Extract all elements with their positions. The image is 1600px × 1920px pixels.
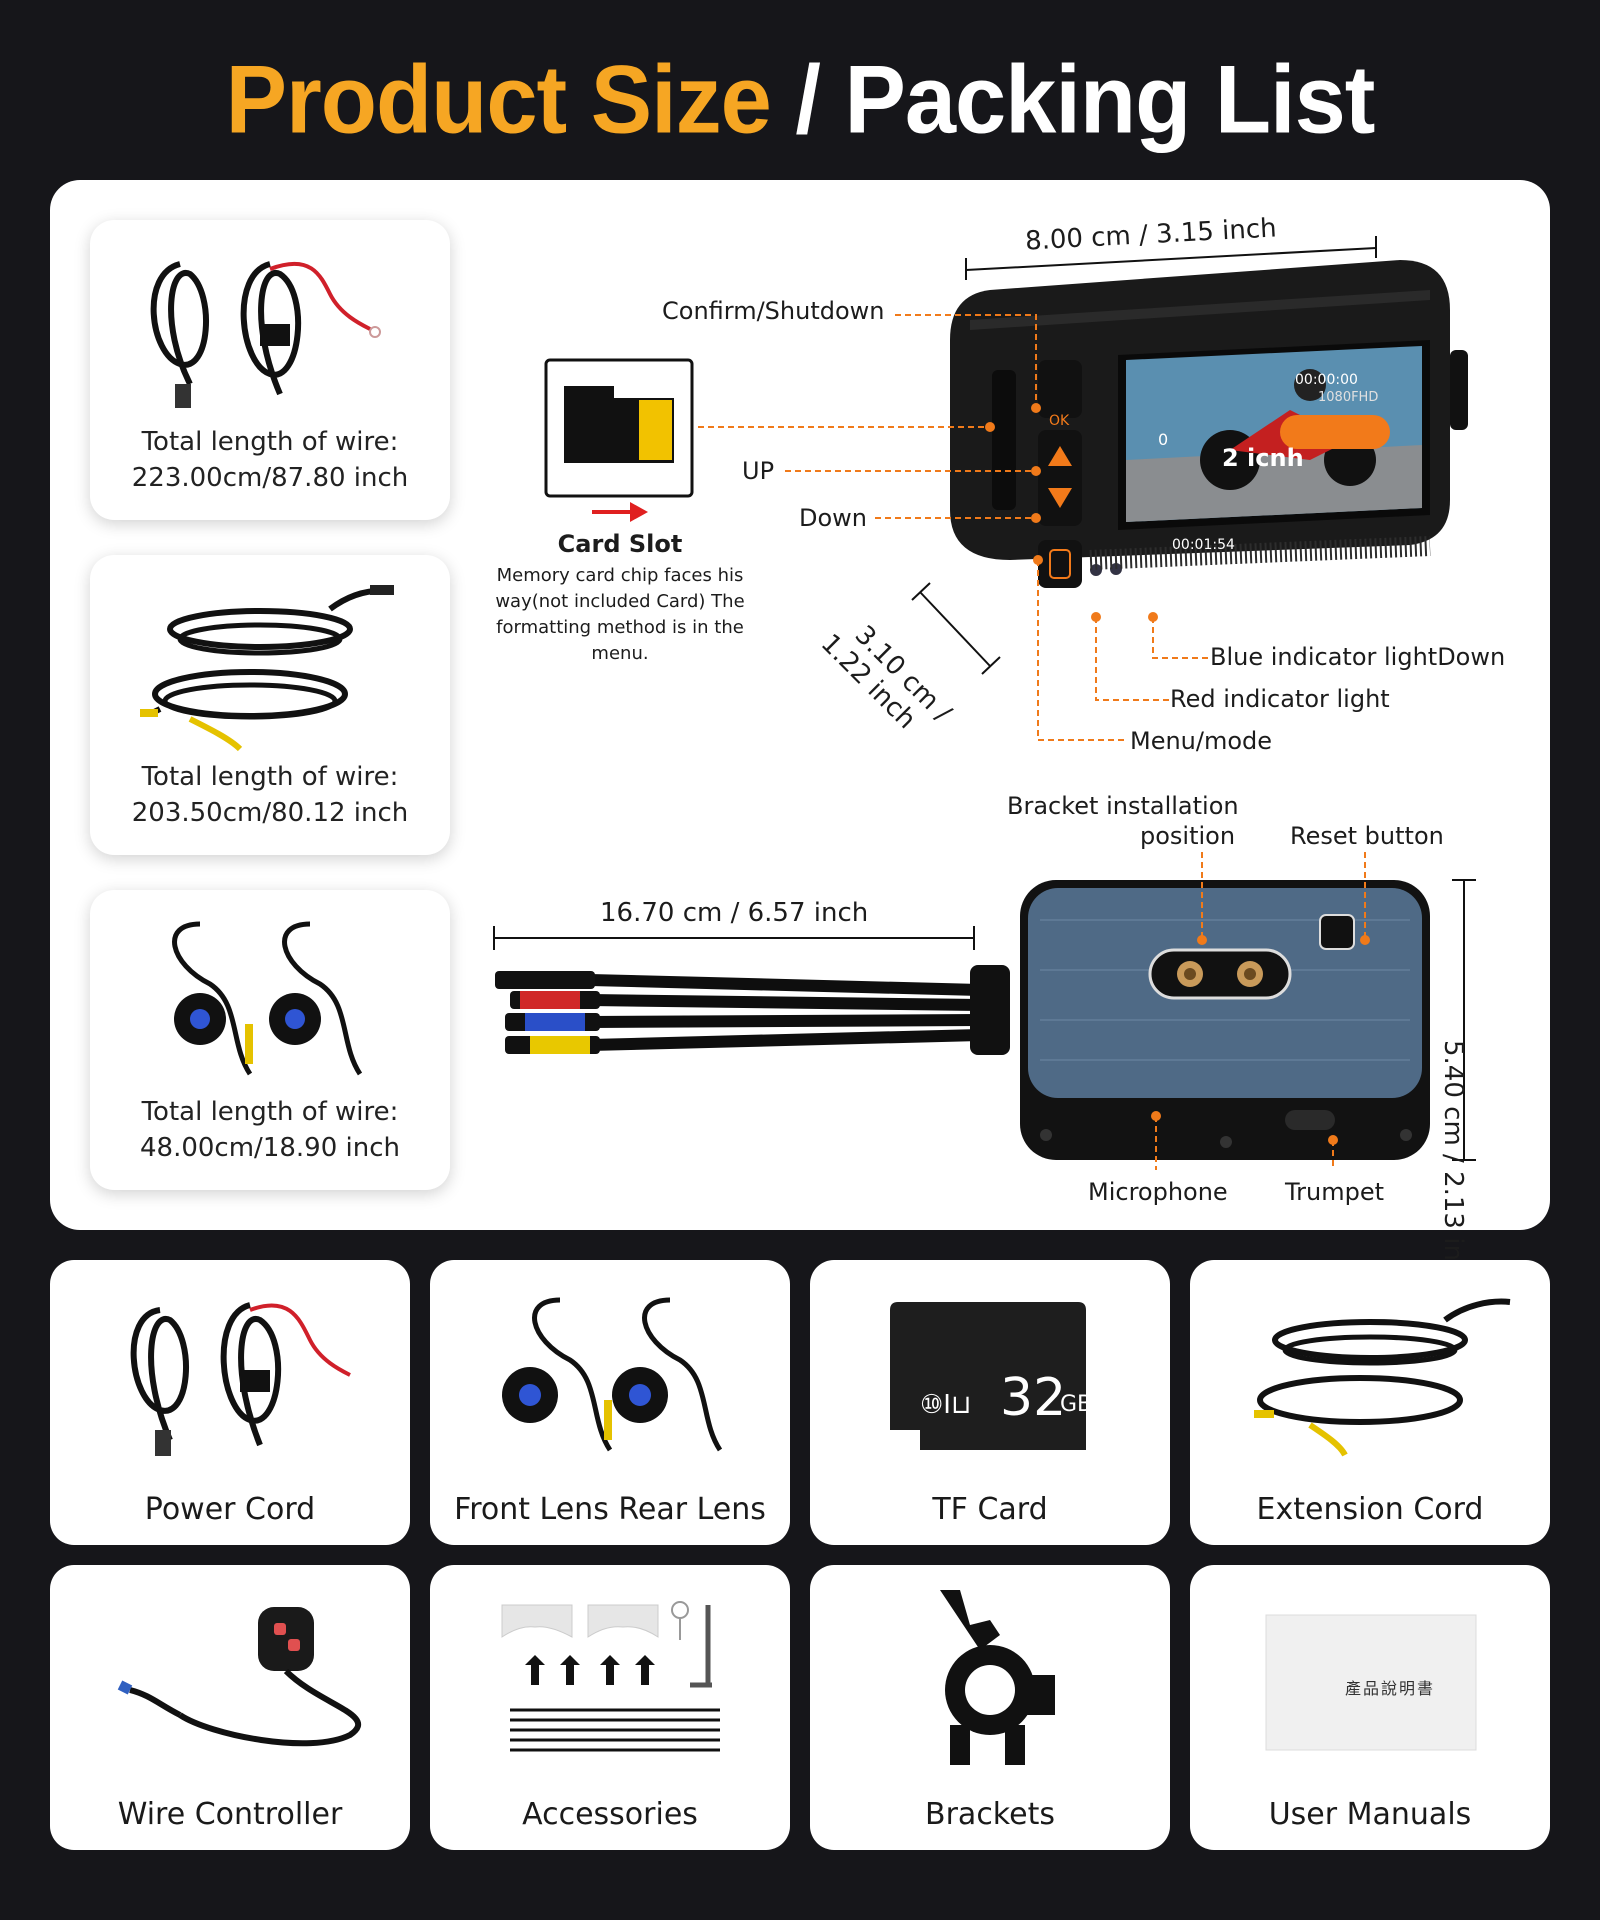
tf-card-capacity: 32 [1000, 1368, 1067, 1428]
ok-button-label: OK [1049, 413, 1070, 429]
wire-text: Total length of wire: 203.50cm/80.12 inc… [90, 759, 450, 831]
title-highlight: Product Size [225, 46, 772, 154]
packing-item-accessories: Accessories [430, 1565, 790, 1850]
packing-item-label: Brackets [925, 1797, 1055, 1832]
packing-item-wire-controller: Wire Controller [50, 1565, 410, 1850]
wire-text: Total length of wire: 48.00cm/18.90 inch [90, 1094, 450, 1166]
power-cord-image [150, 261, 381, 408]
packing-item-power-cord: Power Cord [50, 1260, 410, 1545]
title-rest: / Packing List [770, 46, 1375, 154]
wire-value: 223.00cm/87.80 inch [131, 463, 409, 493]
card-slot-illustration [544, 358, 694, 498]
tf-card-unit: GB [1060, 1392, 1093, 1417]
depth-dimension-label: 3.10 cm / 1.22 inch [815, 620, 957, 749]
packing-item-user-manuals: 產品說明書 User Manuals [1190, 1565, 1550, 1850]
arrow-right-icon [592, 502, 648, 522]
main-unit-image [950, 260, 1468, 588]
length-dimension-label: 16.70 cm / 6.57 inch [600, 898, 869, 928]
tf-card-icon [890, 1302, 1086, 1450]
up-label: UP [742, 457, 775, 485]
page-title: Product Size / Packing List [0, 45, 1600, 155]
accessories-icon [501, 1601, 720, 1752]
wire-label: Total length of wire: [141, 427, 399, 457]
confirm-shutdown-label: Confirm/Shutdown [662, 297, 885, 325]
wire-label: Total length of wire: [141, 1097, 399, 1127]
packing-item-label: User Manuals [1268, 1797, 1472, 1832]
screen-size-label: 2 icnh [1222, 444, 1304, 472]
wire-card-lens: Total length of wire: 48.00cm/18.90 inch [90, 890, 450, 1190]
card-slot-description: Memory card chip faces his way(not inclu… [495, 565, 745, 664]
wire-value: 48.00cm/18.90 inch [140, 1133, 400, 1163]
product-size-panel: Total length of wire: 223.00cm/87.80 inc… [50, 180, 1550, 1292]
wire-text: Total length of wire: 223.00cm/87.80 inc… [90, 424, 450, 496]
bracket-label-line-2: position [1140, 822, 1236, 850]
packing-item-label: Accessories [522, 1797, 698, 1832]
lens-cables-image [172, 921, 363, 1076]
wire-card-power: Total length of wire: 223.00cm/87.80 inc… [90, 220, 450, 520]
bracket-label-line-1: Bracket installation [1007, 792, 1239, 820]
packing-item-brackets: Brackets [810, 1565, 1170, 1850]
packing-item-label: Extension Cord [1256, 1492, 1484, 1527]
reset-button-label: Reset button [1290, 822, 1444, 850]
wire-controller-icon [117, 1607, 361, 1747]
wire-value: 203.50cm/80.12 inch [131, 798, 409, 828]
down-label: Down [799, 504, 868, 532]
card-slot-title: Card Slot [557, 530, 683, 558]
width-dimension-line [965, 236, 1377, 280]
packing-item-label: Power Cord [144, 1492, 316, 1527]
packing-item-label: TF Card [932, 1492, 1048, 1527]
height-dimension-label: 5.40 cm / 2.13 inch [1438, 1040, 1468, 1292]
packing-item-extension-cord: Extension Cord [1190, 1260, 1550, 1545]
packing-item-lens: Front Lens Rear Lens [430, 1260, 790, 1545]
screen-time: 00:00:00 [1295, 372, 1358, 388]
user-manual-icon [1265, 1614, 1477, 1751]
manual-cover-text: 產品說明書 [1345, 1679, 1436, 1698]
packing-item-label: Front Lens Rear Lens [454, 1492, 766, 1527]
bracket-icon [940, 1590, 1055, 1765]
tf-card-brand: ⑩I⊔ [920, 1390, 972, 1420]
extension-cord-image [140, 585, 394, 752]
screen-resolution: 1080FHD [1318, 390, 1379, 405]
lens-icon [502, 1297, 723, 1452]
microphone-label: Microphone [1088, 1178, 1228, 1206]
blue-indicator-label: Blue indicator lightDown [1210, 643, 1506, 671]
extension-cord-icon [1254, 1298, 1511, 1457]
trumpet-label: Trumpet [1285, 1178, 1384, 1206]
screen-record-time: 00:01:54 [1172, 537, 1235, 553]
wire-label: Total length of wire: [141, 762, 399, 792]
packing-item-tf-card: ⑩I⊔ 32 GB TF Card [810, 1260, 1170, 1545]
packing-item-label: Wire Controller [117, 1797, 343, 1832]
power-cord-icon [130, 1302, 351, 1456]
menu-mode-label: Menu/mode [1130, 727, 1273, 755]
wire-card-extension: Total length of wire: 203.50cm/80.12 inc… [90, 555, 450, 855]
red-indicator-label: Red indicator light [1170, 685, 1390, 713]
screen-counter: 0 [1158, 430, 1169, 449]
